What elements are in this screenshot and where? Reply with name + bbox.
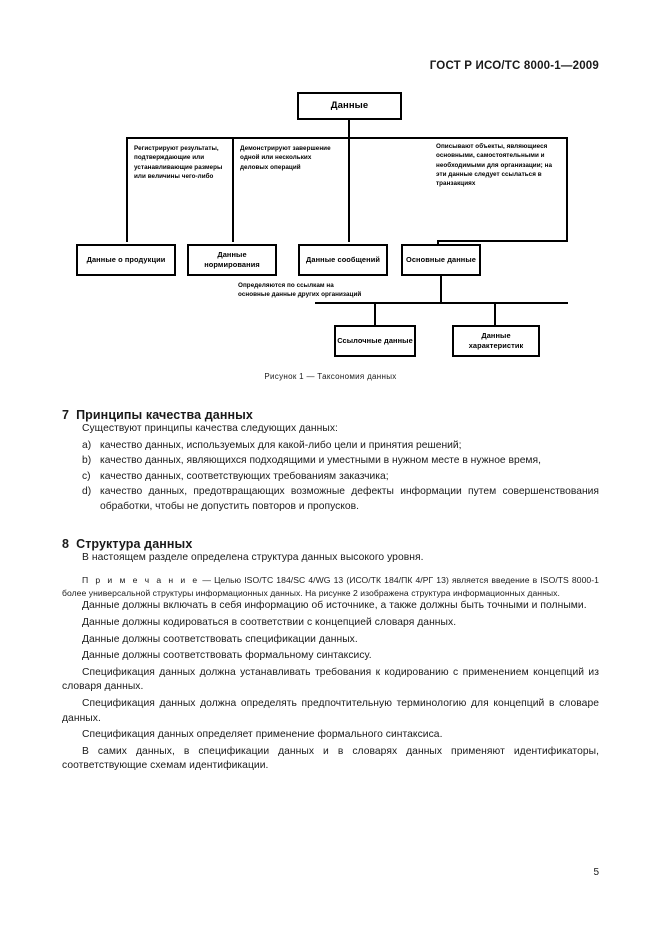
- connector-elbow-main-data: [437, 240, 568, 242]
- diagram-node-normative-data: Данные нормирования: [187, 244, 277, 276]
- diagram-description-1: Регистрируют результаты, подтверждающие …: [134, 145, 223, 180]
- list-item-marker: a): [82, 439, 92, 451]
- note-label: П р и м е ч а н и е: [82, 575, 200, 586]
- connector-drop-4: [566, 137, 568, 242]
- section-8: 8 Структура данных В настоящем разделе оп…: [62, 537, 599, 774]
- section-8-heading: 8 Структура данных: [62, 537, 599, 551]
- section-7-heading: 7 Принципы качества данных: [62, 408, 599, 422]
- diagram-node-root: Данные: [297, 92, 402, 120]
- figure-1-data-taxonomy-diagram: Данные Регистрируют результаты, подтверж…: [60, 92, 605, 382]
- note-text: — Целью ISO/TC 184/SC 4/WG 13 (ИСО/ТК 18…: [62, 575, 599, 598]
- section-7-number: 7: [62, 408, 70, 422]
- section-8-title: Структура данных: [76, 536, 193, 551]
- section-8-paragraph-7: Спецификация данных определяет применени…: [82, 729, 443, 741]
- section-8-intro: В настоящем разделе определена структура…: [82, 551, 424, 563]
- diagram-node-message-data: Данные сообщений: [298, 244, 388, 276]
- diagram-node-reference-data: Ссылочные данные: [334, 325, 416, 357]
- list-item-text: качество данных, соответствующих требова…: [100, 470, 389, 482]
- list-item-marker: c): [82, 470, 91, 482]
- section-7-title: Принципы качества данных: [76, 408, 253, 422]
- diagram-mid-note: Определяются по ссылкам на основные данн…: [238, 282, 362, 299]
- diagram-node-master-data: Основные данные: [401, 244, 481, 276]
- connector-master-data-stem: [440, 276, 442, 302]
- section-8-paragraph-3: Данные должны соответствовать спецификац…: [82, 633, 358, 645]
- document-body: 7 Принципы качества данных Существуют при…: [62, 408, 599, 774]
- diagram-description-3-text: Описывают объекты, являющиеся основными,…: [436, 143, 553, 188]
- section-8-paragraph-1: Данные должны включать в себя информацию…: [82, 600, 587, 612]
- list-item: d) качество данных, предотвращающих возм…: [62, 485, 599, 514]
- list-item-marker: b): [82, 455, 92, 467]
- section-8-paragraph-5: Спецификация данных должна устанавливать…: [62, 666, 599, 693]
- section-8-note: П р и м е ч а н и е — Целью ISO/TC 184/S…: [62, 574, 599, 599]
- connector-level3-bus: [315, 302, 568, 304]
- connector-drop-3: [348, 137, 350, 242]
- section-7: 7 Принципы качества данных Существуют при…: [62, 408, 599, 515]
- section-8-paragraph-8: В самих данных, в спецификации данных и …: [62, 745, 599, 772]
- list-item: b) качество данных, являющихся подходящи…: [62, 454, 599, 469]
- section-8-paragraph-6: Спецификация данных должна определять пр…: [62, 698, 599, 724]
- section-7-list: a) качество данных, используемых для как…: [62, 439, 599, 515]
- connector-drop-2: [232, 137, 234, 242]
- list-item: c) качество данных, соответствующих треб…: [62, 470, 599, 485]
- connector-horizontal-bus: [126, 137, 568, 139]
- page-number: 5: [593, 867, 599, 878]
- section-7-intro: Существуют принципы качества следующих д…: [82, 423, 338, 434]
- section-8-paragraph-2: Данные должны кодироваться в соответстви…: [82, 616, 457, 628]
- list-item-text: качество данных, предотвращающих возможн…: [100, 486, 599, 513]
- connector-drop-characteristic-data: [494, 302, 496, 325]
- connector-drop-reference-data: [374, 302, 376, 325]
- diagram-node-product-data: Данные о продукции: [76, 244, 176, 276]
- connector-root-stem: [348, 120, 350, 137]
- document-header-standard-id: ГОСТ Р ИСО/ТС 8000-1—2009: [429, 60, 599, 72]
- list-item-text: качество данных, используемых для какой-…: [100, 439, 462, 451]
- diagram-node-characteristic-data: Данные характеристик: [452, 325, 540, 357]
- list-item-marker: d): [82, 486, 92, 498]
- connector-drop-main-data: [437, 240, 439, 244]
- list-item: a) качество данных, используемых для как…: [62, 439, 599, 454]
- figure-1-caption: Рисунок 1 — Таксономия данных: [264, 372, 397, 381]
- diagram-description-2: Демонстрируют завершение одной или неско…: [240, 145, 331, 171]
- section-8-paragraph-4: Данные должны соответствовать формальном…: [82, 650, 372, 662]
- connector-drop-1: [126, 137, 128, 242]
- list-item-text: качество данных, являющихся подходящими …: [100, 455, 541, 467]
- section-8-number: 8: [62, 536, 70, 551]
